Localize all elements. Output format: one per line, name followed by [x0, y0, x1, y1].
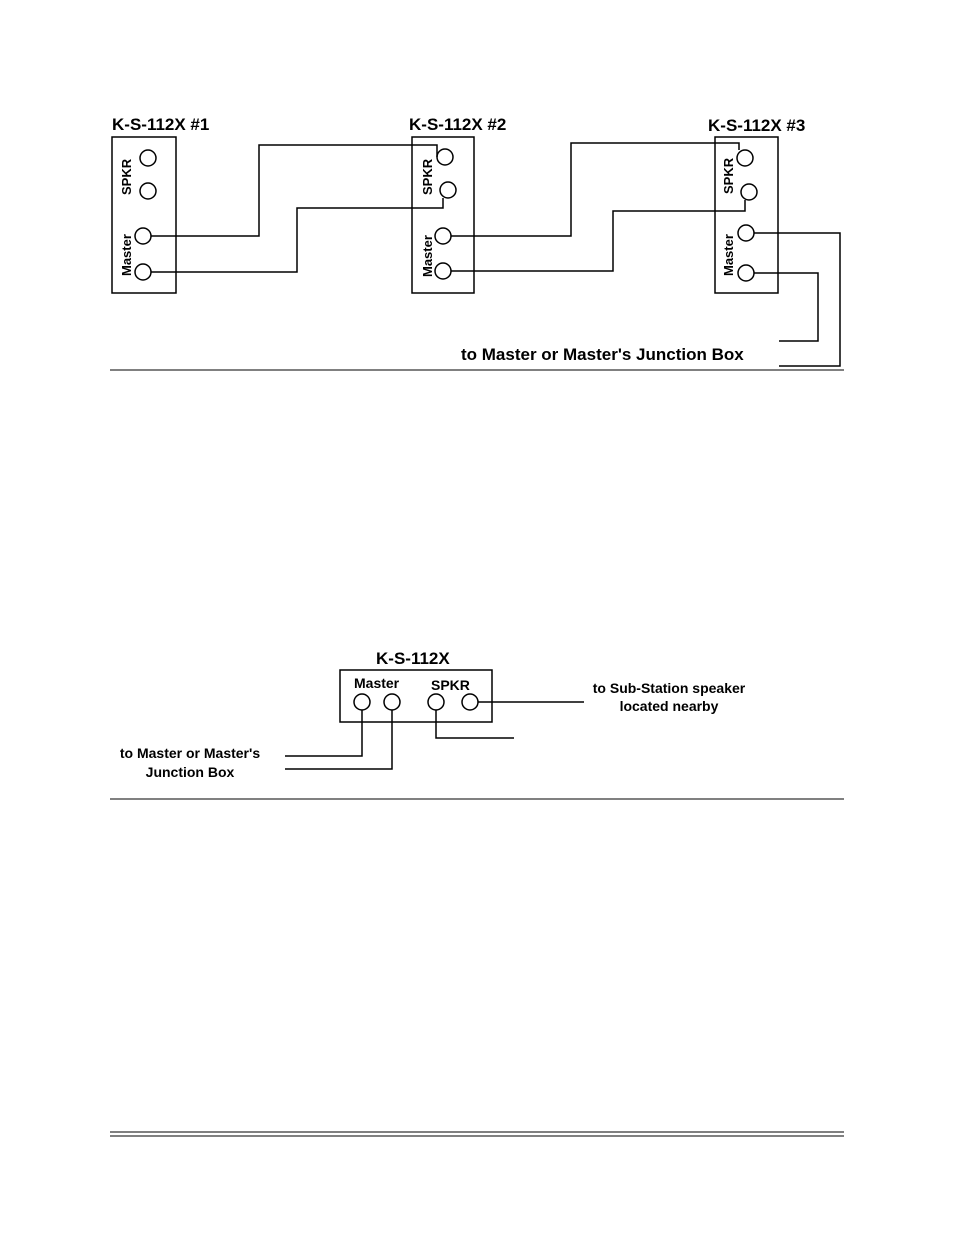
single-spkr-terminal-1: [428, 694, 444, 710]
station-3-master-terminal-1: [738, 225, 754, 241]
station-2-master-terminal-2: [435, 263, 451, 279]
station-3-spkr-terminal-1: [737, 150, 753, 166]
station-1-master-terminal-1: [135, 228, 151, 244]
station-1-spkr-terminal-2: [140, 183, 156, 199]
station-3-spkr-terminal-2: [741, 184, 757, 200]
wire-3-to-master-a: [754, 233, 840, 366]
wire-2-to-3-a: [451, 143, 739, 236]
single-wire-spkr-a: [436, 710, 514, 738]
single-spkr-label: SPKR: [431, 677, 470, 693]
station-1-master-terminal-2: [135, 264, 151, 280]
station-1-spkr-terminal-1: [140, 150, 156, 166]
station-2-master-label: Master: [420, 235, 435, 277]
station-1-title: K-S-112X #1: [112, 115, 209, 134]
to-speaker-label-2: located nearby: [620, 698, 719, 714]
station-2-spkr-terminal-2: [440, 182, 456, 198]
single-wire-master-a: [285, 710, 362, 756]
station-3-master-terminal-2: [738, 265, 754, 281]
station-3-master-label: Master: [721, 234, 736, 276]
to-master-label: to Master or Master's Junction Box: [461, 345, 744, 364]
station-2-spkr-terminal-1: [437, 149, 453, 165]
station-1-spkr-label: SPKR: [119, 158, 134, 195]
station-2-master-terminal-1: [435, 228, 451, 244]
station-3-spkr-label: SPKR: [721, 157, 736, 194]
single-station-title: K-S-112X: [376, 649, 450, 668]
station-3-title: K-S-112X #3: [708, 116, 805, 135]
single-spkr-terminal-2: [462, 694, 478, 710]
single-master-terminal-1: [354, 694, 370, 710]
single-master-terminal-2: [384, 694, 400, 710]
station-2-title: K-S-112X #2: [409, 115, 506, 134]
to-speaker-label-1: to Sub-Station speaker: [593, 680, 746, 696]
to-master-label-1: to Master or Master's: [120, 745, 260, 761]
single-wire-master-b: [285, 710, 392, 769]
station-2-spkr-label: SPKR: [420, 158, 435, 195]
single-master-label: Master: [354, 675, 400, 691]
wire-1-to-2-b: [151, 198, 443, 272]
station-1-master-label: Master: [119, 234, 134, 276]
wire-1-to-2-a: [151, 145, 437, 236]
to-master-label-2: Junction Box: [146, 764, 235, 780]
wire-3-to-master-b: [754, 273, 818, 341]
